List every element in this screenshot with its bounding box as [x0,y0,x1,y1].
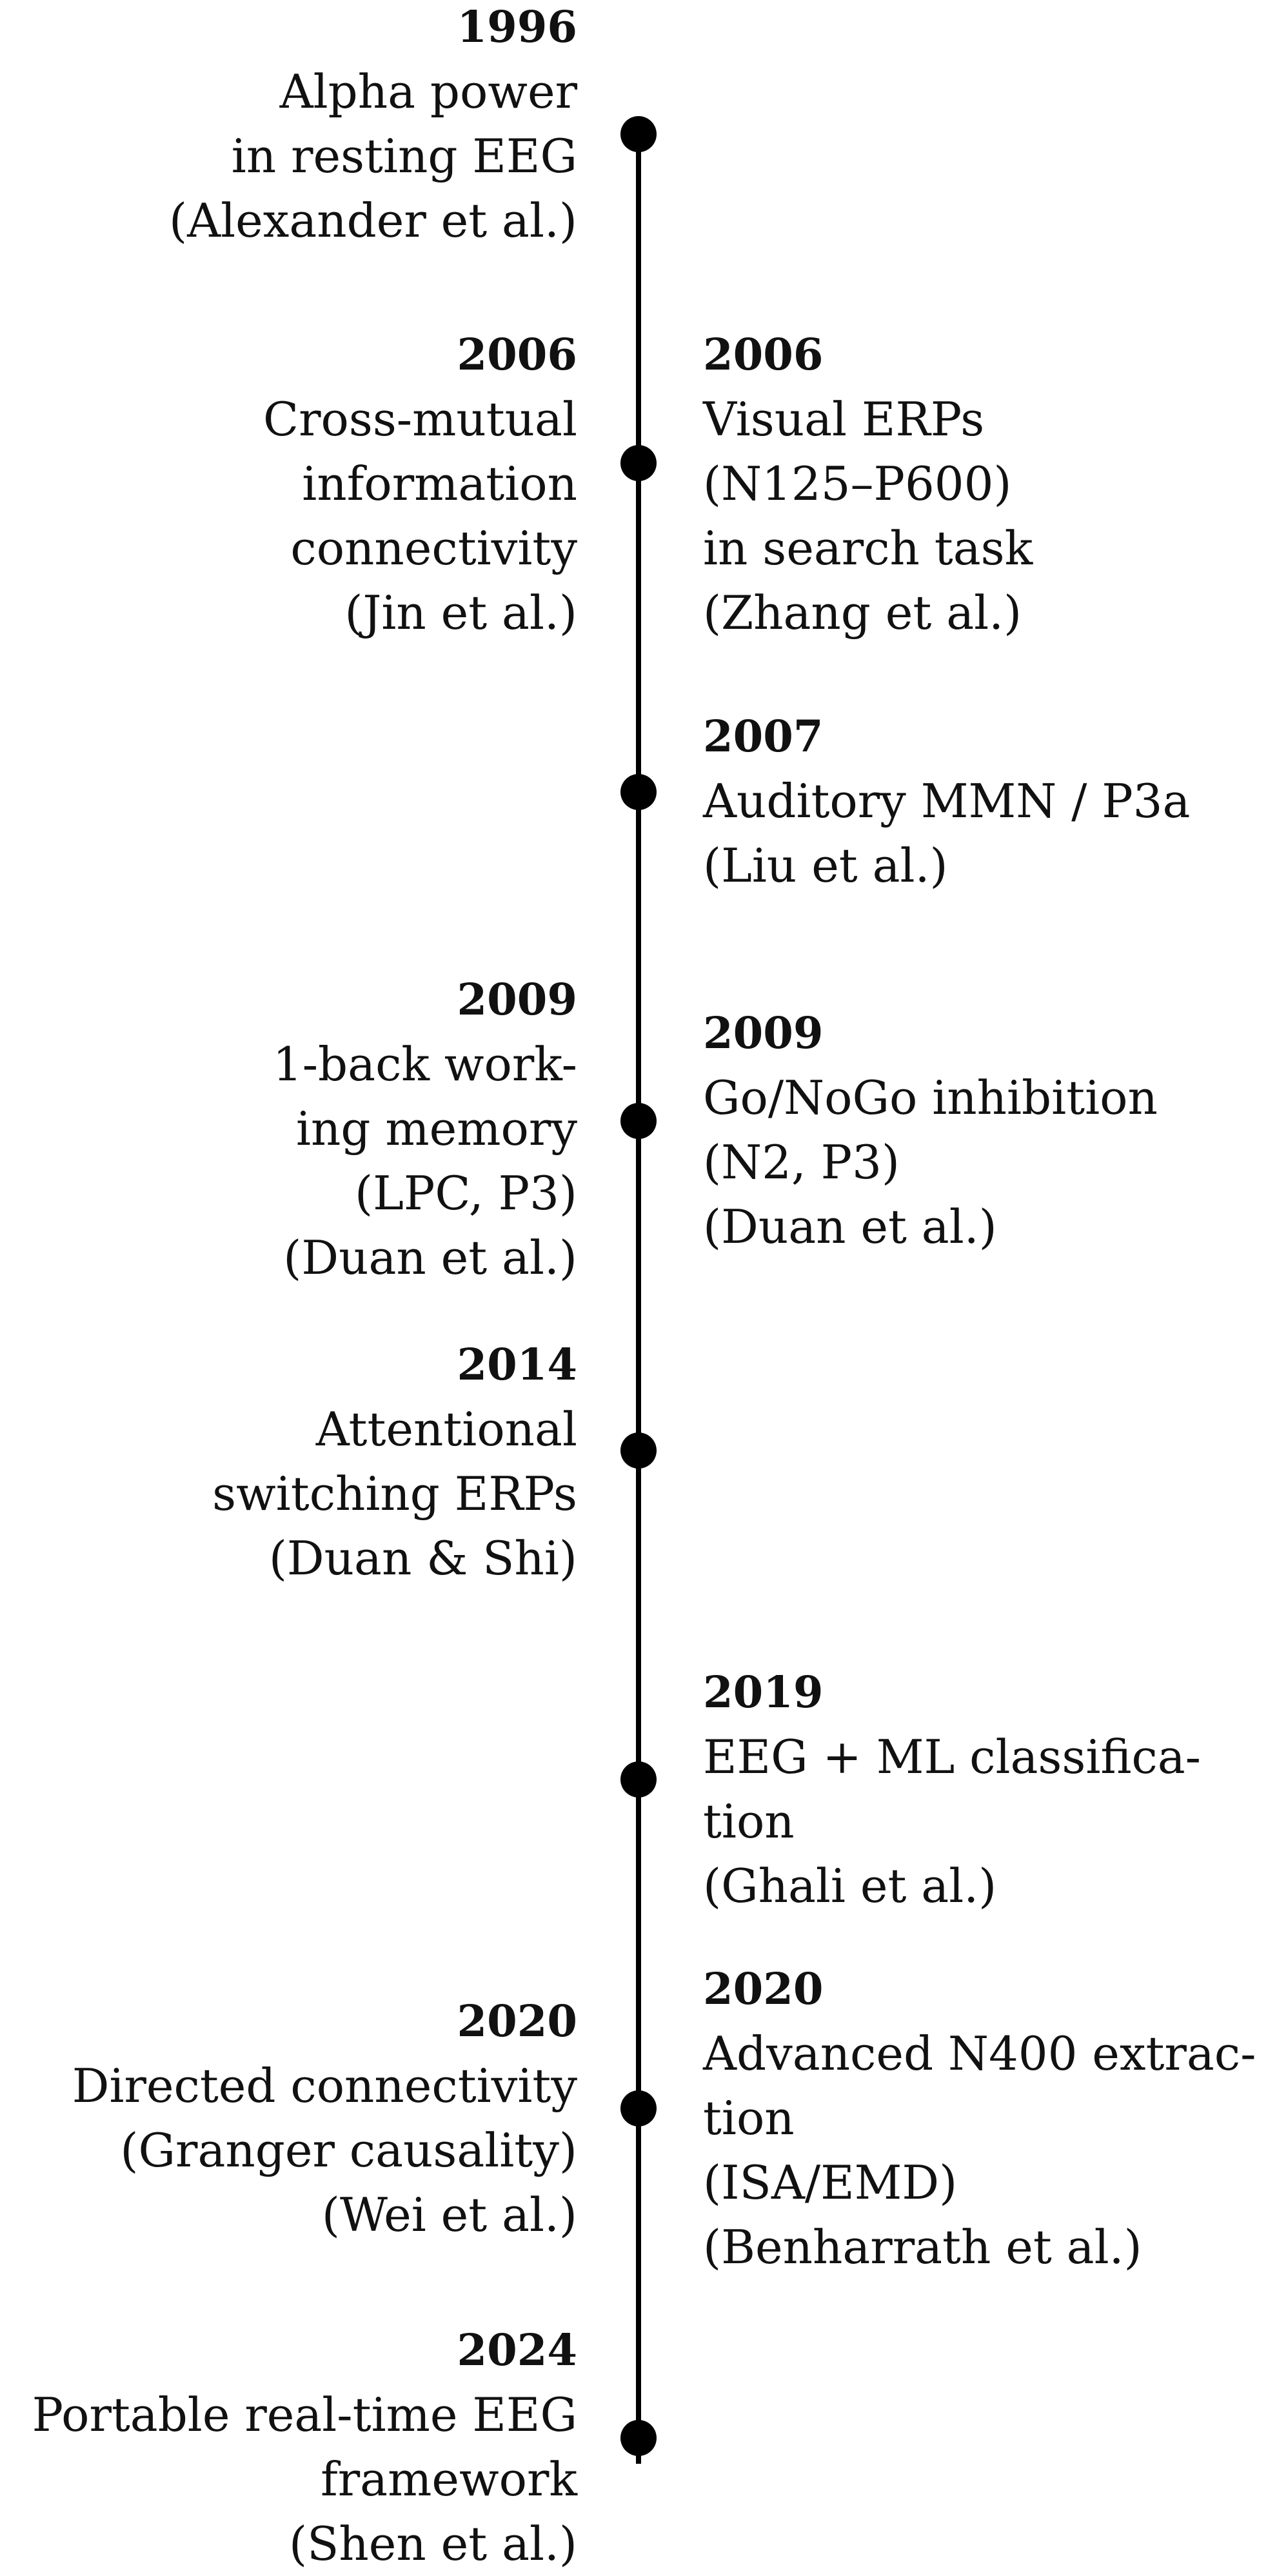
event-text-line: Advanced N400 extrac- [703,2026,1256,2081]
event-year: 2006 [703,329,824,380]
timeline-node [620,445,657,481]
event-text-line: Cross-mutual [263,392,577,446]
timeline-node [620,116,657,152]
event-year: 2006 [457,329,577,380]
event-text-line: (Wei et al.) [321,2188,577,2242]
timeline-node [620,1761,657,1798]
event-text-line: information [302,457,577,511]
event-text-line: (Jin et al.) [344,586,577,640]
event-year: 2020 [457,1996,577,2046]
event-text-line: (Duan et al.) [703,1200,997,1254]
event-text-line: connectivity [290,521,577,575]
event-text-line: framework [321,2452,577,2506]
event-text-line: (Duan et al.) [283,1231,577,1285]
event-text-line: tion [703,2091,795,2145]
event-text-line: (N125–P600) [703,457,1012,511]
event-text-line: (ISA/EMD) [703,2155,958,2210]
event-text-line: Portable real-time EEG [32,2388,577,2442]
timeline-event-left: 2009 1-back work-ing memory (LPC, P3) (Duan… [273,967,577,1290]
event-text-line: (Liu et al.) [703,838,948,893]
event-text-line: (Alexander et al.) [169,193,577,248]
timeline-node [620,2090,657,2126]
event-text-line: (Shen et al.) [288,2517,577,2571]
event-text-line: 1-back work- [272,1037,577,1091]
event-text-line: Auditory MMN / P3a [703,774,1191,828]
event-text-line: in search task [703,521,1033,575]
timeline-node [620,1103,657,1139]
event-text-line: tion [703,1794,795,1848]
event-text-line: EEG + ML classifica- [703,1730,1201,1784]
event-text-line: (Ghali et al.) [703,1859,997,1913]
timeline-axis [636,132,641,2464]
event-year: 2009 [703,1007,824,1058]
event-text-line: (LPC, P3) [355,1166,577,1220]
event-text-line: Go/NoGo inhibition [703,1071,1158,1125]
event-year: 2009 [457,974,577,1025]
event-year: 2020 [703,1963,824,2014]
event-text-line: in resting EEG [231,129,577,183]
event-text-line: Directed connectivity [72,2059,577,2113]
event-text-line: (Duan & Shi) [268,1531,577,1585]
event-text-line: Alpha power [279,64,577,119]
event-text-line: Visual ERPs [703,392,985,446]
timeline-node [620,1432,657,1469]
event-year: 2024 [457,2324,577,2375]
event-text-line: Attentional [315,1402,577,1456]
event-text-line: (Benharrath et al.) [703,2220,1142,2274]
event-text-line: ing memory [296,1102,577,1156]
event-year: 2014 [457,1339,577,1390]
event-year: 2019 [703,1667,824,1718]
event-year: 1996 [457,1,577,52]
timeline-node [620,2420,657,2456]
event-text-line: (Granger causality) [120,2123,577,2177]
event-year: 2007 [703,711,824,762]
timeline-node [620,774,657,810]
event-text-line: (N2, P3) [703,1135,900,1189]
event-text-line: switching ERPs [212,1467,577,1521]
event-text-line: (Zhang et al.) [703,586,1022,640]
